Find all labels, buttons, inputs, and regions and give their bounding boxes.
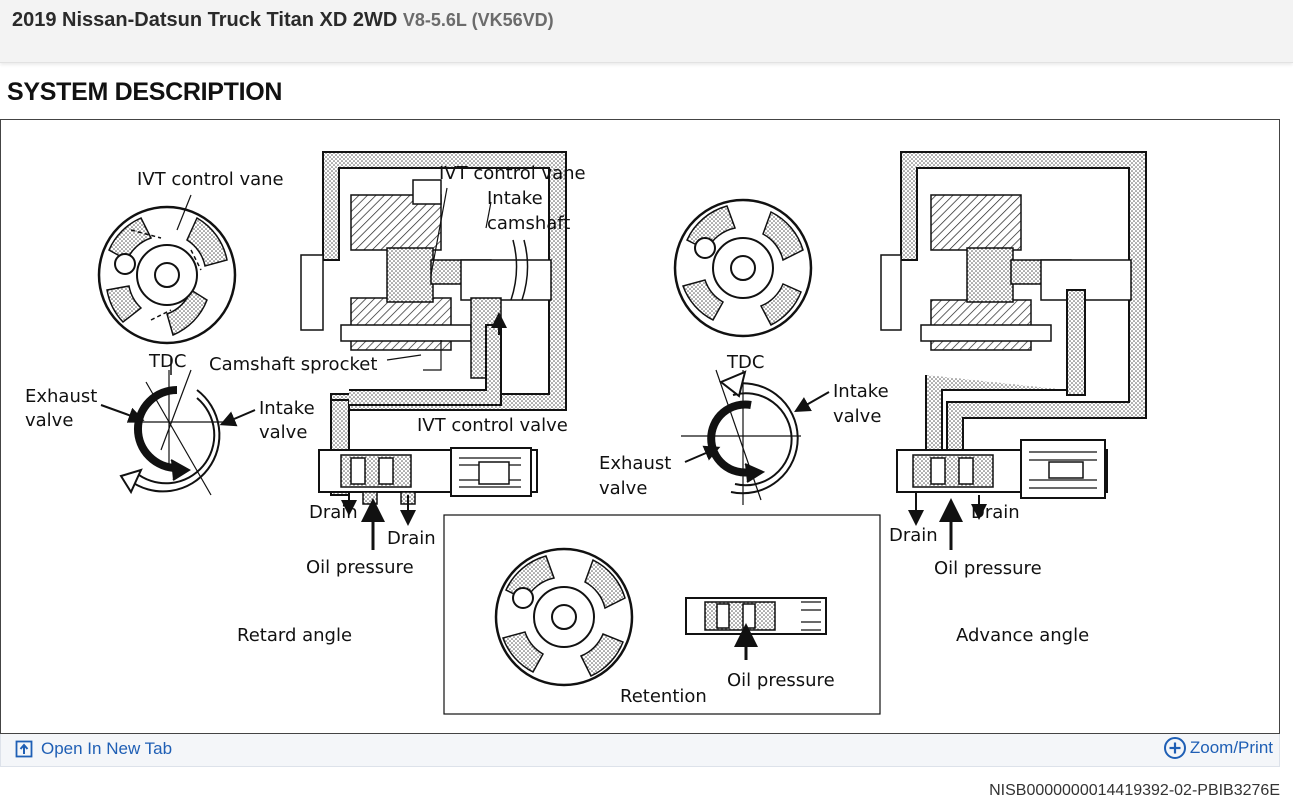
zoom-print-label: Zoom/Print: [1189, 738, 1273, 757]
label-drain-1: Drain: [309, 502, 358, 523]
label-oil-3: Oil pressure: [727, 670, 835, 691]
right-vane-rotor: [673, 198, 813, 338]
label-drain-2: Drain: [387, 528, 436, 549]
label-ivt-valve: IVT control valve: [417, 415, 568, 436]
vehicle-engine: V8-5.6L (VK56VD): [402, 10, 554, 30]
right-camshaft-assembly: [880, 151, 1147, 461]
label-exhaust-valve-right: valve: [599, 478, 647, 499]
label-drain-4: Drain: [971, 502, 1020, 523]
label-intake-right: Intake: [833, 381, 889, 402]
right-control-valve: [896, 439, 1108, 550]
zoom-print-link[interactable]: Zoom/Print: [1163, 736, 1273, 760]
diagram-svg: IVT control vane TDC Exhaust valve Intak…: [25, 151, 1147, 715]
label-camshaft: camshaft: [487, 213, 570, 234]
label-tdc-right: TDC: [726, 352, 764, 373]
document-id: NISB0000000014419392-02-PBIB3276E: [989, 782, 1280, 799]
label-exhaust-valve-left: valve: [25, 410, 73, 431]
ivt-system-diagram: IVT control vane TDC Exhaust valve Intak…: [0, 119, 1280, 734]
figure-toolbar: Open In New Tab Zoom/Print: [0, 734, 1280, 767]
vehicle-title: 2019 Nissan-Datsun Truck Titan XD 2WD V8…: [12, 8, 554, 32]
label-drain-3: Drain: [889, 525, 938, 546]
label-oil-1: Oil pressure: [306, 557, 414, 578]
label-ivt-vane-left: IVT control vane: [137, 169, 284, 190]
right-timing-diagram: [681, 369, 830, 505]
open-in-new-tab-link[interactable]: Open In New Tab: [15, 739, 172, 759]
center-camshaft-assembly: [300, 151, 567, 496]
page-header: 2019 Nissan-Datsun Truck Titan XD 2WD V8…: [0, 0, 1293, 63]
label-advance: Advance angle: [956, 625, 1089, 646]
zoom-plus-icon: [1163, 737, 1186, 759]
label-intake-valve-right: valve: [833, 406, 881, 427]
label-oil-2: Oil pressure: [934, 558, 1042, 579]
center-control-valve: [318, 187, 538, 550]
label-intake-valve-left: valve: [259, 422, 307, 443]
label-retard: Retard angle: [237, 625, 352, 646]
retention-box: [443, 514, 881, 715]
label-ivt-vane-center: IVT control vane: [439, 163, 586, 184]
label-sprocket: Camshaft sprocket: [209, 354, 377, 375]
label-tdc-left: TDC: [148, 351, 186, 372]
section-title: SYSTEM DESCRIPTION: [7, 78, 283, 106]
open-in-new-tab-label: Open In New Tab: [41, 739, 173, 758]
label-exhaust-right: Exhaust: [599, 453, 671, 474]
label-intake-left: Intake: [259, 398, 315, 419]
label-intake-cam: Intake: [487, 188, 543, 209]
label-exhaust-left: Exhaust: [25, 386, 97, 407]
left-timing-diagram: [100, 358, 256, 496]
label-retention: Retention: [620, 686, 707, 707]
left-vane-rotor: [97, 194, 237, 345]
vehicle-model: 2019 Nissan-Datsun Truck Titan XD 2WD: [12, 9, 398, 31]
open-in-new-tab-icon: [15, 740, 33, 758]
